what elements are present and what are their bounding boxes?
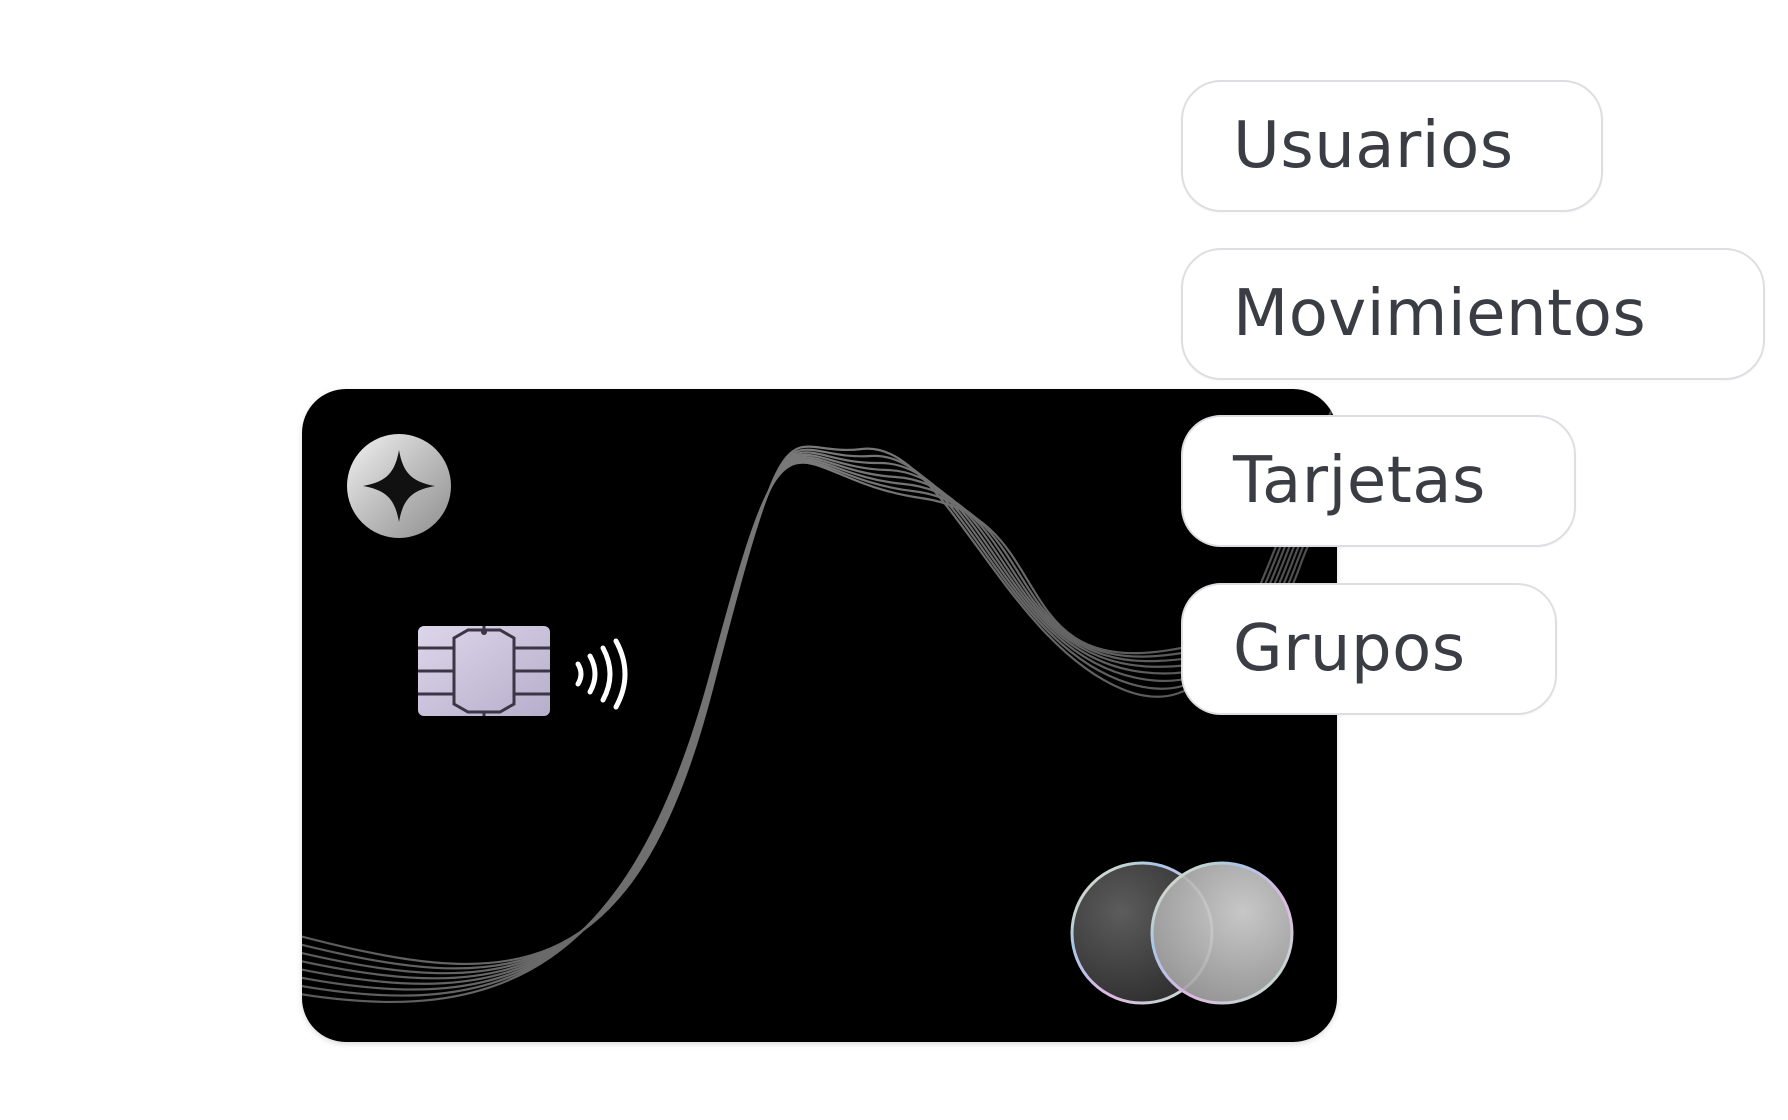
menu-item-tarjetas[interactable]: Tarjetas [1181,415,1576,547]
menu-item-grupos[interactable]: Grupos [1181,583,1557,715]
four-point-star-icon [347,434,451,538]
contactless-icon [575,638,628,710]
menu-item-movimientos[interactable]: Movimientos [1181,248,1765,380]
emv-chip-icon [418,626,550,716]
mastercard-logo-icon [1070,861,1294,1005]
menu-item-usuarios[interactable]: Usuarios [1181,80,1603,212]
credit-card [302,389,1337,1042]
